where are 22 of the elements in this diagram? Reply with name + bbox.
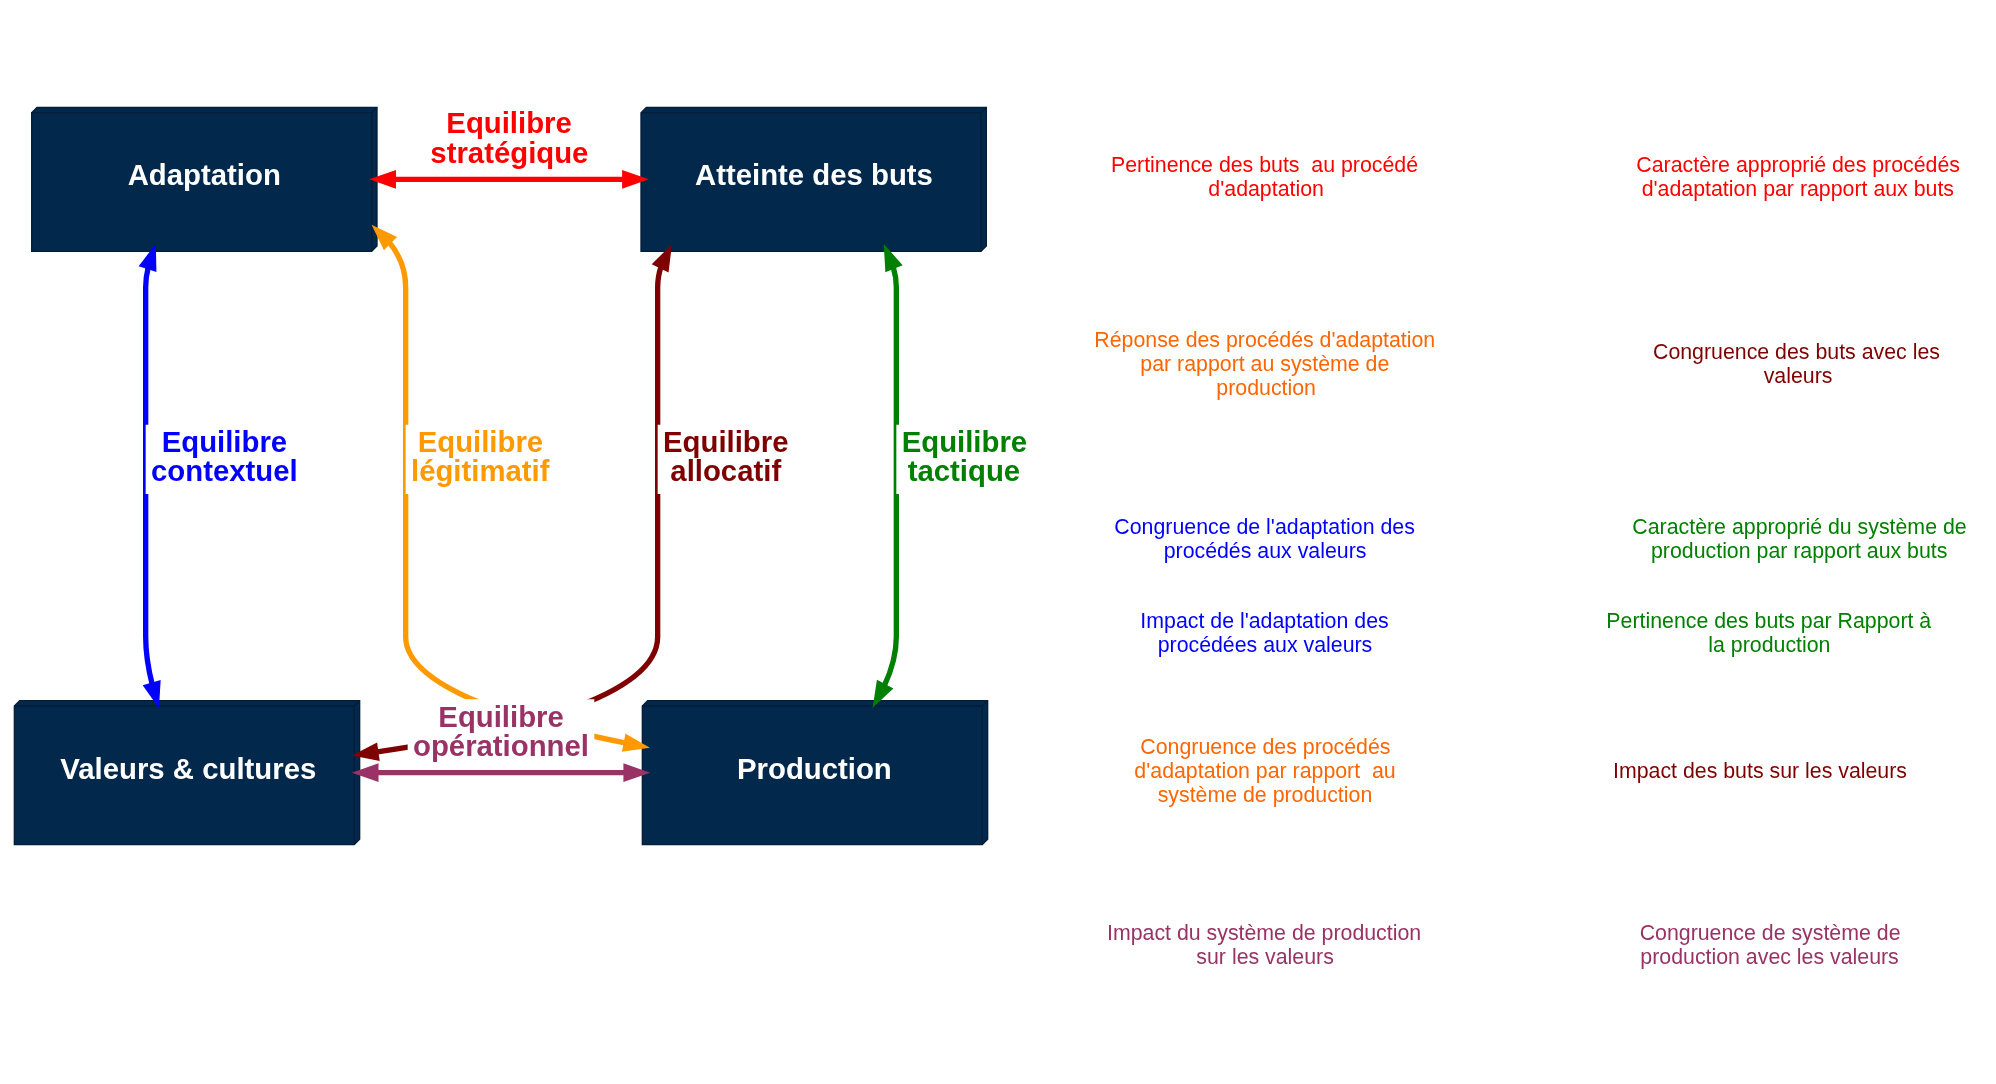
label: Caractère approprié du système de production par rapport aux buts (1632, 514, 1967, 563)
label: Impact des buts sur les valeurs (1613, 758, 1907, 783)
edge-label: Equilibre tactique (901, 425, 1028, 488)
arrow (369, 169, 649, 189)
edge-label: Equilibre opérationnel (413, 699, 589, 763)
arrow (138, 243, 161, 709)
label: Impact du système de production sur les valeurs (1107, 921, 1422, 970)
label: Réponse des procédés d'adaptation par rapport au système de production (1094, 328, 1436, 401)
label: Congruence des procédés d'adaptation par rapport au système de production (1134, 734, 1396, 807)
label: Impact de l'adaptation des procédées aux valeurs (1140, 609, 1389, 658)
edge-label: Equilibre allocatif (663, 425, 789, 488)
label: Congruence de l'adaptation des procédés aux valeurs (1114, 514, 1415, 563)
arrow (351, 763, 651, 783)
label: Pertinence des buts au procédé d'adaptation (1111, 153, 1419, 202)
label: Pertinence des buts par Rapport à la production (1606, 609, 1932, 658)
edge-label: Equilibre stratégique (430, 106, 589, 169)
label: Caractère approprié des procédés d'adaptation par rapport aux buts (1636, 153, 1961, 202)
label: Congruence de système de production avec les valeurs (1639, 921, 1901, 970)
arrow (872, 244, 903, 708)
edge-label: Equilibre contextuel (151, 425, 298, 488)
label: Congruence des buts avec les valeurs (1653, 340, 1940, 389)
edge-label: Equilibre légitimatif (411, 425, 550, 488)
